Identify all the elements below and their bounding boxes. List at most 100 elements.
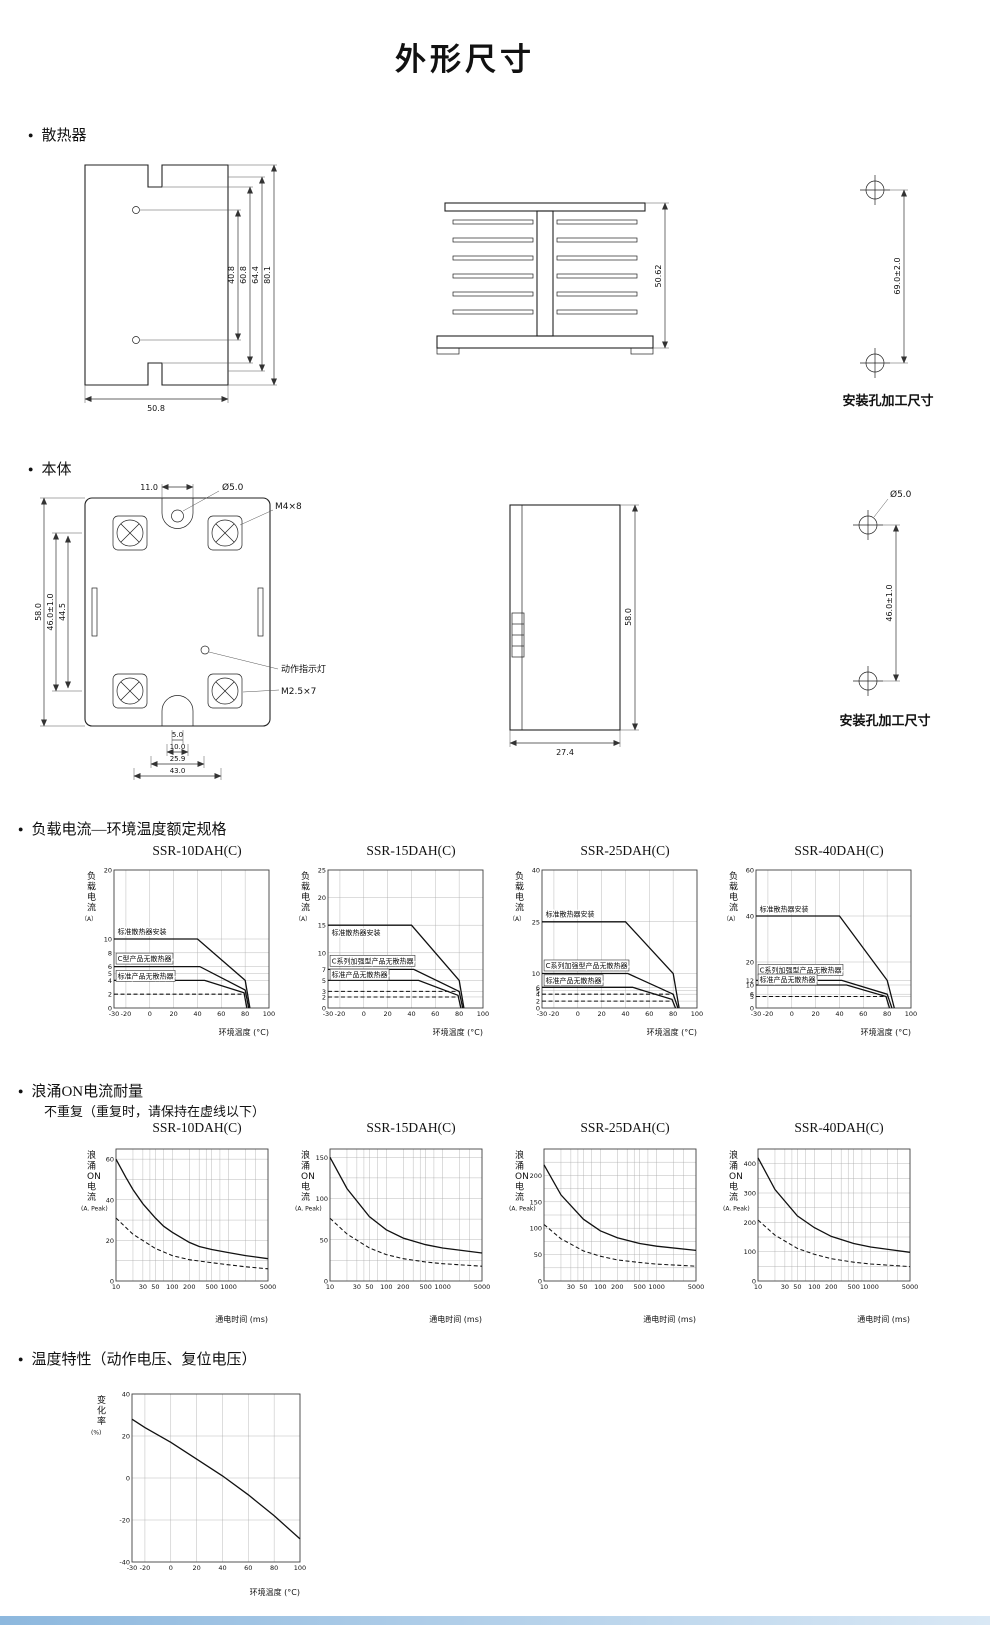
x-tick-label: -30 [323,1010,334,1018]
y-tick-label: 0 [536,1005,540,1013]
x-tick-label: 1000 [434,1283,451,1291]
y-axis-label: 流 [87,902,96,914]
plot-frame [543,1148,697,1282]
series-label: 标准散热器安装 [332,928,381,937]
series-label: 标准散热器安装 [546,910,595,919]
x-tick-label: 100 [294,1564,306,1572]
led-indicator [200,645,210,655]
y-tick-label: -20 [119,1517,130,1525]
dim-label: 11.0 [140,483,158,492]
y-tick-label: 40 [122,1391,130,1399]
y-axis-label: 电 [515,891,524,903]
y-axis-label: 电 [87,1181,96,1193]
y-tick-label: 0 [750,1005,754,1013]
chart-series [328,979,462,1009]
section-temp-heading: ● 温度特性（动作电压、复位电压） [18,1348,256,1369]
y-tick-label: 20 [318,894,326,902]
y-tick-label: 10 [746,982,754,990]
x-tick-label: 100 [166,1283,178,1291]
y-axis-label: 载 [87,881,96,893]
x-tick-label: 60 [859,1010,867,1018]
hole-dia-label: Ø5.0 [222,482,244,493]
y-axis-label: 涌 [87,1161,96,1172]
y-tick-label: 0 [126,1475,130,1483]
x-tick-label: 50 [579,1283,587,1291]
y-tick-label: 4 [108,977,112,985]
x-tick-label: 500 [847,1283,859,1291]
body-mount-holes-drawing: Ø5.0 46.0±1.0 安装孔加工尺寸 [839,489,930,729]
y-tick-label: 2 [536,998,540,1006]
y-axis-label: 流 [515,902,524,914]
y-axis-label: ON [515,1172,529,1182]
x-tick-label: 30 [567,1283,575,1291]
x-tick-label: 10 [112,1283,120,1291]
plot-frame [329,1148,483,1282]
chart-series [543,1224,697,1267]
y-axis-unit: (A. Peak) [295,1206,322,1213]
y-tick-label: 6 [750,991,754,999]
series-label-box [329,968,390,981]
y-tick-label: 200 [530,1172,542,1180]
x-tick-label: 50 [151,1283,159,1291]
y-axis-label: 流 [301,1191,310,1203]
y-tick-label: 15 [318,922,326,930]
y-tick-label: 3 [322,988,326,996]
series-label: C系列加强型产品无散热器 [760,965,842,974]
y-axis-label: 负 [729,870,738,882]
y-axis-label: 负 [301,870,310,882]
chart-series [114,965,250,1009]
x-tick-label: -30 [537,1010,548,1018]
x-tick-label: 100 [263,1010,275,1018]
x-tick-label: 200 [825,1283,837,1291]
chart-series [115,1217,269,1270]
x-axis-label: 环境温度 (°C) [219,1027,269,1037]
y-axis-label: 浪 [729,1149,738,1161]
x-tick-label: 20 [811,1010,819,1018]
y-tick-label: 100 [744,1248,756,1256]
chart-series [756,915,895,1009]
series-label-box [543,974,604,987]
y-axis-label: 化 [97,1405,106,1417]
y-tick-label: 400 [744,1160,756,1168]
x-axis-label: 环境温度 (°C) [647,1027,697,1037]
y-tick-label: 40 [746,913,754,921]
x-tick-label: 60 [645,1010,653,1018]
x-tick-label: 5000 [688,1283,705,1291]
x-tick-label: 30 [353,1283,361,1291]
y-axis-label: 电 [729,1181,738,1193]
y-axis-label: ON [87,1172,101,1182]
x-tick-label: 20 [597,1010,605,1018]
y-axis-label: ON [301,1172,315,1182]
y-axis-label: 流 [729,1191,738,1203]
x-tick-label: 200 [183,1283,195,1291]
y-tick-label: 50 [320,1236,328,1244]
chart-series [542,986,677,1009]
series-label-box [115,952,174,965]
y-tick-label: 20 [122,1433,130,1441]
x-tick-label: 80 [455,1010,463,1018]
series-label: C系列加强型产品无散热器 [546,961,628,970]
section-heatsink-heading: ● 散热器 [28,124,86,145]
dim-label: 46.0±1.0 [885,584,894,621]
x-tick-label: 100 [380,1283,392,1291]
bullet-icon: ● [18,1353,24,1364]
series-label: 标准产品无散热器 [546,976,602,985]
chart-series [114,938,251,1009]
body-drawings: 动作指示灯 M2.5×7 M4×8 Ø5.0 11.0 58.0 46.0±1.… [34,482,931,780]
heatsink-drawings: 40.8 60.8 64.4 80.1 50.8 [84,164,934,413]
